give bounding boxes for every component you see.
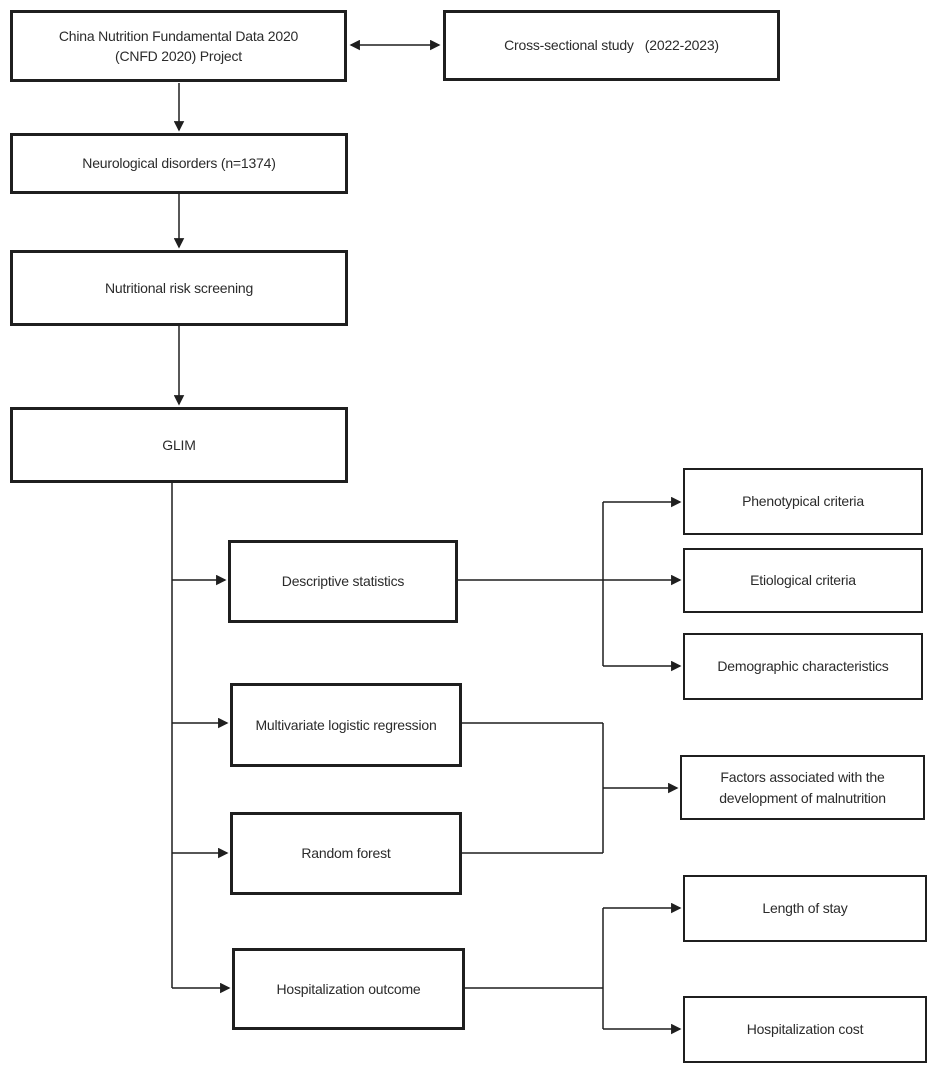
node-glim: GLIM xyxy=(10,407,348,483)
node-hospitalization-cost-label: Hospitalization cost xyxy=(746,1021,864,1038)
node-length-of-stay: Length of stay xyxy=(683,875,927,942)
node-hospitalization-outcome: Hospitalization outcome xyxy=(232,948,465,1030)
node-neurological-disorders-label: Neurological disorders (n=1374) xyxy=(82,155,276,172)
node-demographic-characteristics: Demographic characteristics xyxy=(683,633,923,700)
node-multivariate-logistic-regression-label: Multivariate logistic regression xyxy=(255,716,437,733)
node-phenotypical-criteria: Phenotypical criteria xyxy=(683,468,923,535)
node-cnfd-project-line2: (CNFD 2020) Project xyxy=(115,48,242,64)
node-descriptive-statistics-label: Descriptive statistics xyxy=(281,573,405,590)
node-etiological-criteria-label: Etiological criteria xyxy=(750,572,856,589)
node-nutritional-risk-screening: Nutritional risk screening xyxy=(10,250,348,326)
node-cnfd-project-line1: China Nutrition Fundamental Data 2020 xyxy=(58,27,299,44)
node-descriptive-statistics: Descriptive statistics xyxy=(228,540,458,623)
node-cross-sectional-study: Cross-sectional study (2022-2023) xyxy=(443,10,780,81)
node-cross-sectional-study-label: Cross-sectional study (2022-2023) xyxy=(504,37,719,54)
node-factors-malnutrition: Factors associated with the development … xyxy=(680,755,925,820)
node-random-forest: Random forest xyxy=(230,812,462,895)
node-length-of-stay-label: Length of stay xyxy=(762,900,848,917)
node-demographic-characteristics-label: Demographic characteristics xyxy=(717,658,889,675)
node-etiological-criteria: Etiological criteria xyxy=(683,548,923,613)
node-nutritional-risk-screening-label: Nutritional risk screening xyxy=(104,279,254,296)
node-factors-malnutrition-line2: development of malnutrition xyxy=(719,789,886,806)
node-cnfd-project: China Nutrition Fundamental Data 2020 (C… xyxy=(10,10,347,82)
node-factors-malnutrition-line1: Factors associated with the xyxy=(720,769,885,786)
node-multivariate-logistic-regression: Multivariate logistic regression xyxy=(230,683,462,767)
node-hospitalization-outcome-label: Hospitalization outcome xyxy=(276,980,421,997)
node-neurological-disorders: Neurological disorders (n=1374) xyxy=(10,133,348,194)
node-random-forest-label: Random forest xyxy=(301,845,391,862)
node-phenotypical-criteria-label: Phenotypical criteria xyxy=(742,493,864,510)
node-hospitalization-cost: Hospitalization cost xyxy=(683,996,927,1063)
node-glim-label: GLIM xyxy=(162,436,196,453)
